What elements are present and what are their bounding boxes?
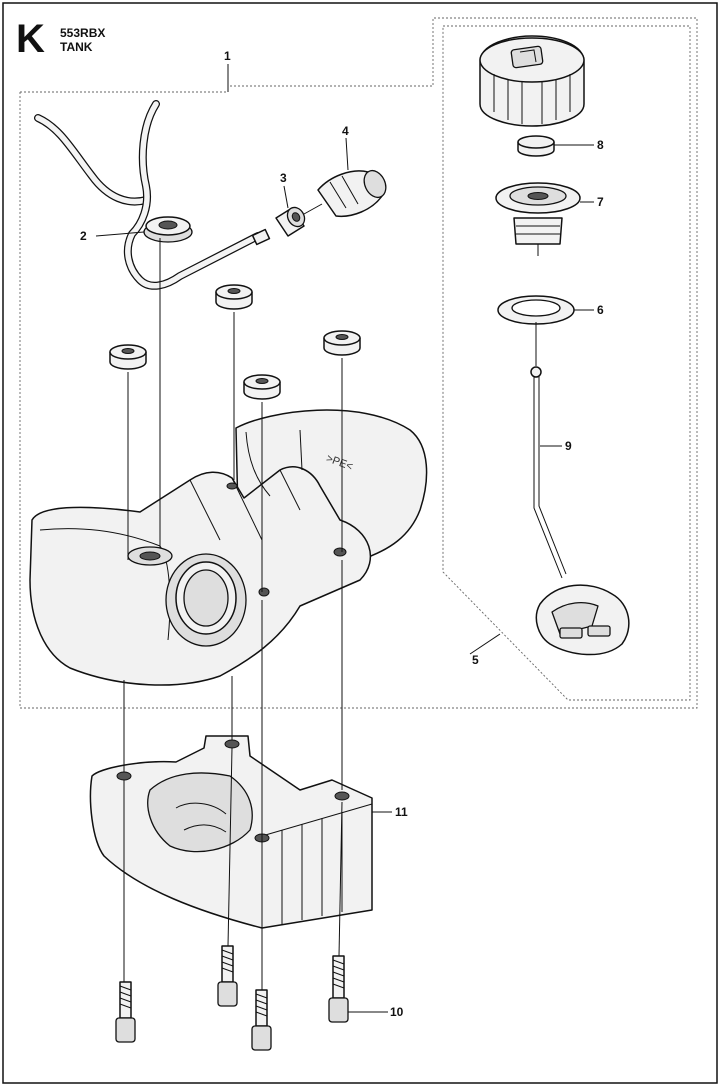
callout-11: 11 xyxy=(395,805,408,819)
diagram-title: TANK xyxy=(60,40,93,54)
cap-seal-part-8 xyxy=(517,135,555,157)
callout-10: 10 xyxy=(390,1005,404,1019)
fuel-hose-part-2 xyxy=(34,100,271,290)
section-letter: K xyxy=(16,17,45,61)
vent-valve-part-7 xyxy=(495,182,581,256)
alignment-lines xyxy=(123,238,343,990)
cap-kit-boundary xyxy=(442,25,691,701)
fuel-cap xyxy=(479,35,585,127)
callout-2: 2 xyxy=(80,229,87,243)
model-number: 553RBX xyxy=(60,26,105,40)
grommet-mid xyxy=(243,374,281,400)
screw-4 xyxy=(328,955,349,1023)
screw-1 xyxy=(115,981,136,1043)
callout-leaders xyxy=(95,64,594,1013)
callout-3: 3 xyxy=(280,171,287,185)
screw-3 xyxy=(251,989,272,1051)
callout-8: 8 xyxy=(597,138,604,152)
callout-9: 9 xyxy=(565,439,572,453)
callout-1: 1 xyxy=(224,49,231,63)
tank-bracket-part-11 xyxy=(89,735,373,929)
retaining-strap-part-9 xyxy=(530,322,630,656)
fuel-filter-part-4 xyxy=(303,169,387,218)
connector-part-3 xyxy=(275,206,306,237)
callout-5: 5 xyxy=(472,653,479,667)
grommet-left xyxy=(109,344,147,370)
grommet-mid-top xyxy=(215,284,253,310)
screw-2 xyxy=(217,945,238,1007)
callout-4: 4 xyxy=(342,124,349,138)
grommet-right xyxy=(323,330,361,356)
callout-7: 7 xyxy=(597,195,604,209)
fuel-tank-part-1: >PE< xyxy=(29,409,428,686)
callout-6: 6 xyxy=(597,303,604,317)
gasket-part-6 xyxy=(497,295,575,325)
